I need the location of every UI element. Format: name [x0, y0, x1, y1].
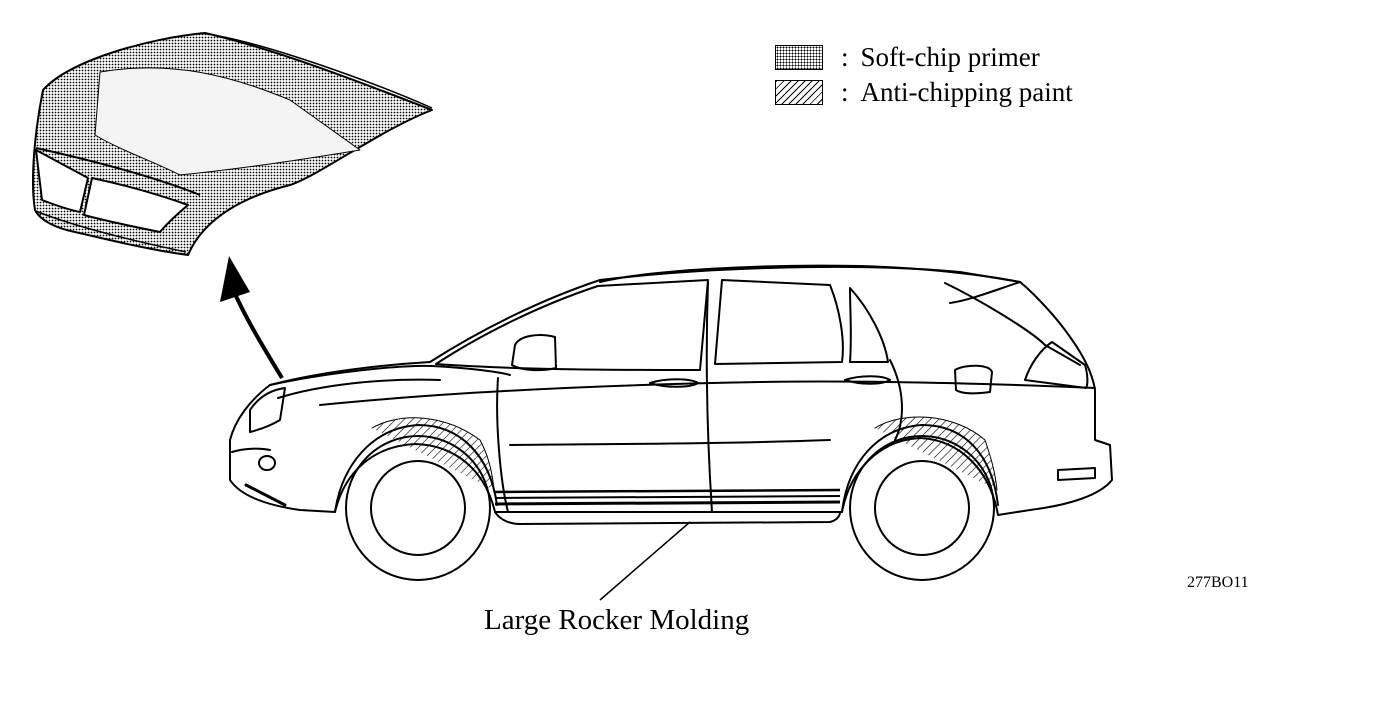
vehicle-side-view	[229, 264, 1113, 581]
anti-chipping-swatch	[775, 79, 823, 105]
callout-leader-line	[599, 521, 691, 601]
legend-item-anti-chipping: : Anti-chipping paint	[775, 77, 1073, 107]
soft-chip-swatch	[775, 44, 823, 70]
callout-label: Large Rocker Molding	[484, 604, 750, 636]
legend-separator: :	[841, 76, 849, 107]
lift-arrow	[220, 256, 284, 380]
rocker-molding	[494, 488, 841, 526]
legend-label: Soft-chip primer	[860, 41, 1040, 72]
hood-panel	[32, 32, 433, 256]
legend-item-soft-chip: : Soft-chip primer	[775, 42, 1040, 72]
legend-label: Anti-chipping paint	[860, 76, 1073, 107]
figure-code: 277BO11	[1187, 574, 1249, 591]
legend-separator: :	[841, 41, 849, 72]
